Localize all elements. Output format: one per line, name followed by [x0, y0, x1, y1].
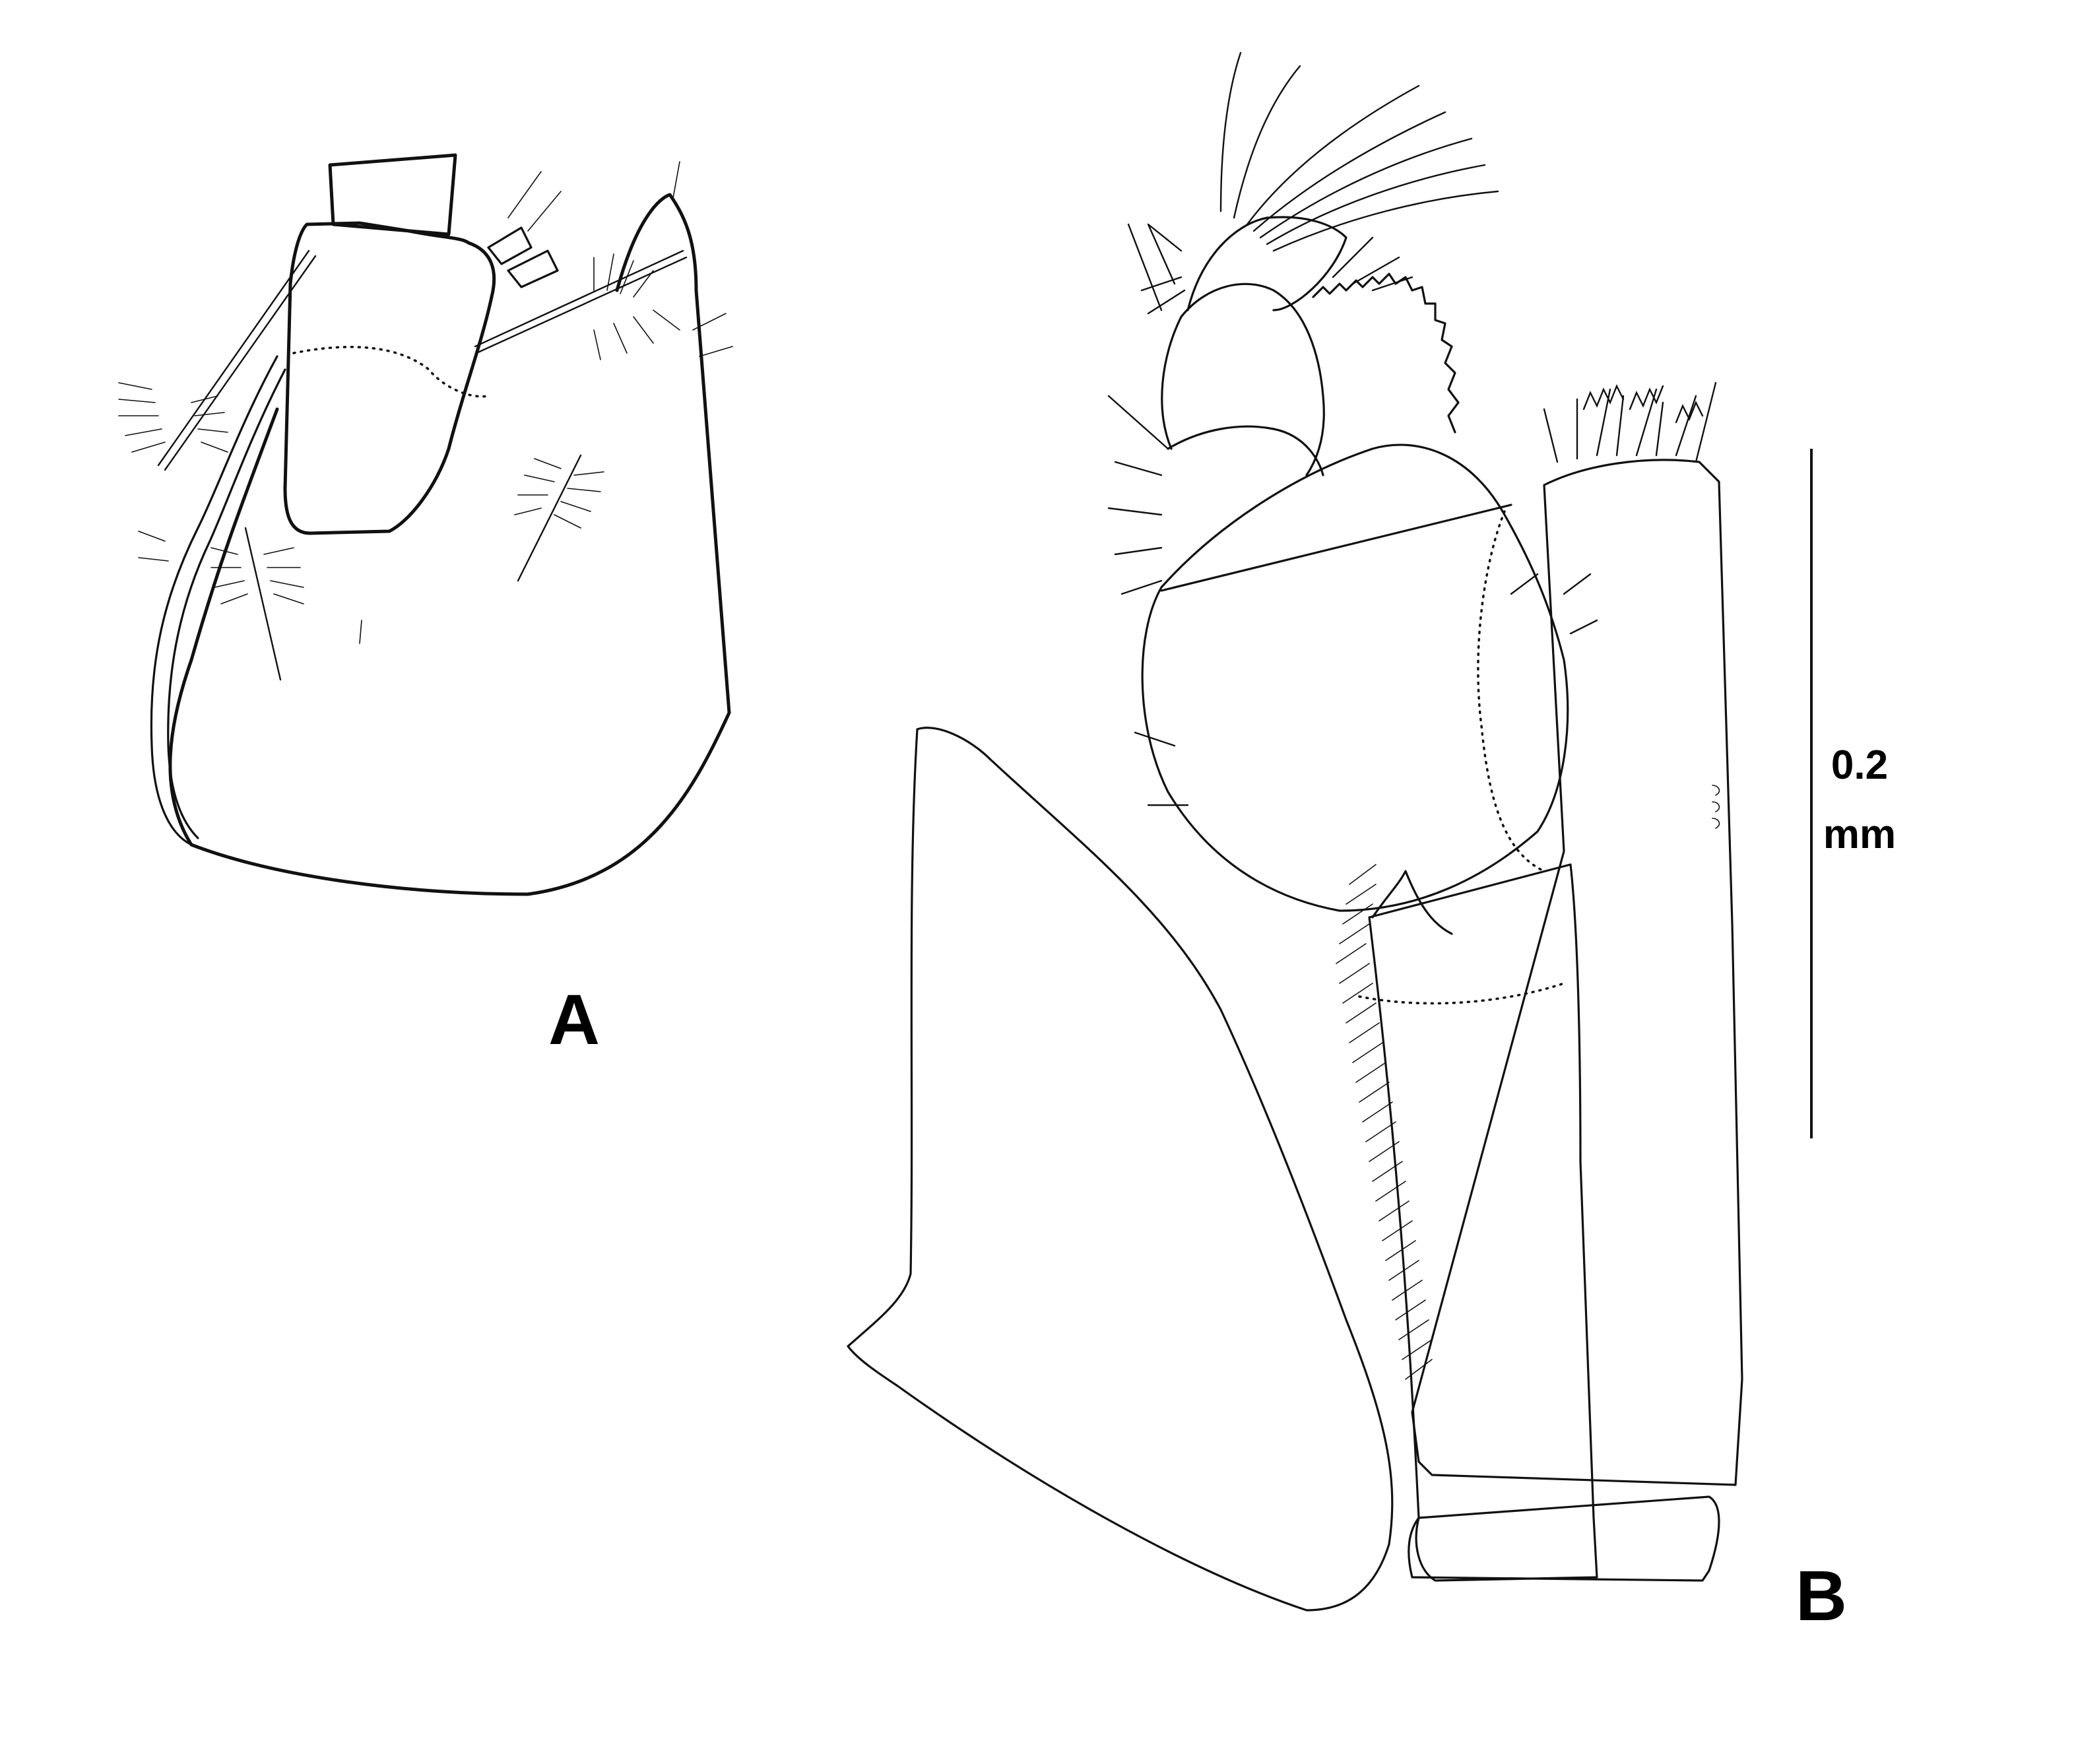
panel-b-basal-plate [847, 727, 1394, 1612]
panel-a-seta-mid-2 [517, 454, 582, 582]
panel-a-body-outline [168, 193, 731, 896]
scale-bar-value: 0.2 [1831, 742, 1888, 788]
panel-a-knob-2 [507, 249, 559, 288]
scale-bar: 0.2 mm [1810, 449, 1896, 1138]
panel-b-apex-setae [1543, 381, 1717, 463]
panel-b-dotted-line-2 [1358, 982, 1565, 1005]
panel-b-hatch-fringe [1336, 864, 1433, 1380]
panel-a-seta-long-2 [474, 249, 684, 348]
panel-b-pores [1712, 785, 1720, 829]
panel-a-left-rim-inner [167, 368, 286, 839]
panel-b-upper-segment [1161, 282, 1325, 476]
panel-a-seta-long-1 [157, 249, 310, 467]
panel-a-inner-lobe [283, 221, 496, 535]
panel-b-palp-article [1368, 863, 1598, 1582]
panel-a-left-rim [150, 355, 278, 846]
panel-a-suture [292, 346, 490, 398]
panel-b-tip-segment [1186, 216, 1347, 311]
panel-a-seta-mid-1 [244, 527, 282, 681]
panel-b-notch [1371, 870, 1453, 935]
panel-b-serrated-margin [1312, 273, 1460, 434]
panel-b-dotted-line-1 [1477, 510, 1545, 872]
panel-b-lobe-setae [1107, 51, 1598, 806]
panel-b-oval-lobe [1141, 443, 1569, 912]
panel-a-setules [118, 161, 733, 604]
panel-a-drawing [118, 153, 733, 896]
panel-a-knob-1 [487, 226, 533, 265]
panel-b-lobe-suture-2 [1167, 425, 1324, 476]
panel-a-basal-plate [328, 153, 457, 236]
panel-a-label: A [548, 979, 600, 1059]
scale-bar-unit: mm [1823, 812, 1896, 857]
panel-b-long-segment [1411, 459, 1743, 1486]
panel-b-terminal-base [1408, 1495, 1720, 1582]
panel-a-seta-long-1b [164, 255, 317, 471]
panel-b-drawing [847, 51, 1743, 1612]
panel-b-lobe-suture-1 [1160, 504, 1512, 592]
panel-a-tick [359, 620, 362, 644]
panel-b-label: B [1796, 1555, 1847, 1635]
